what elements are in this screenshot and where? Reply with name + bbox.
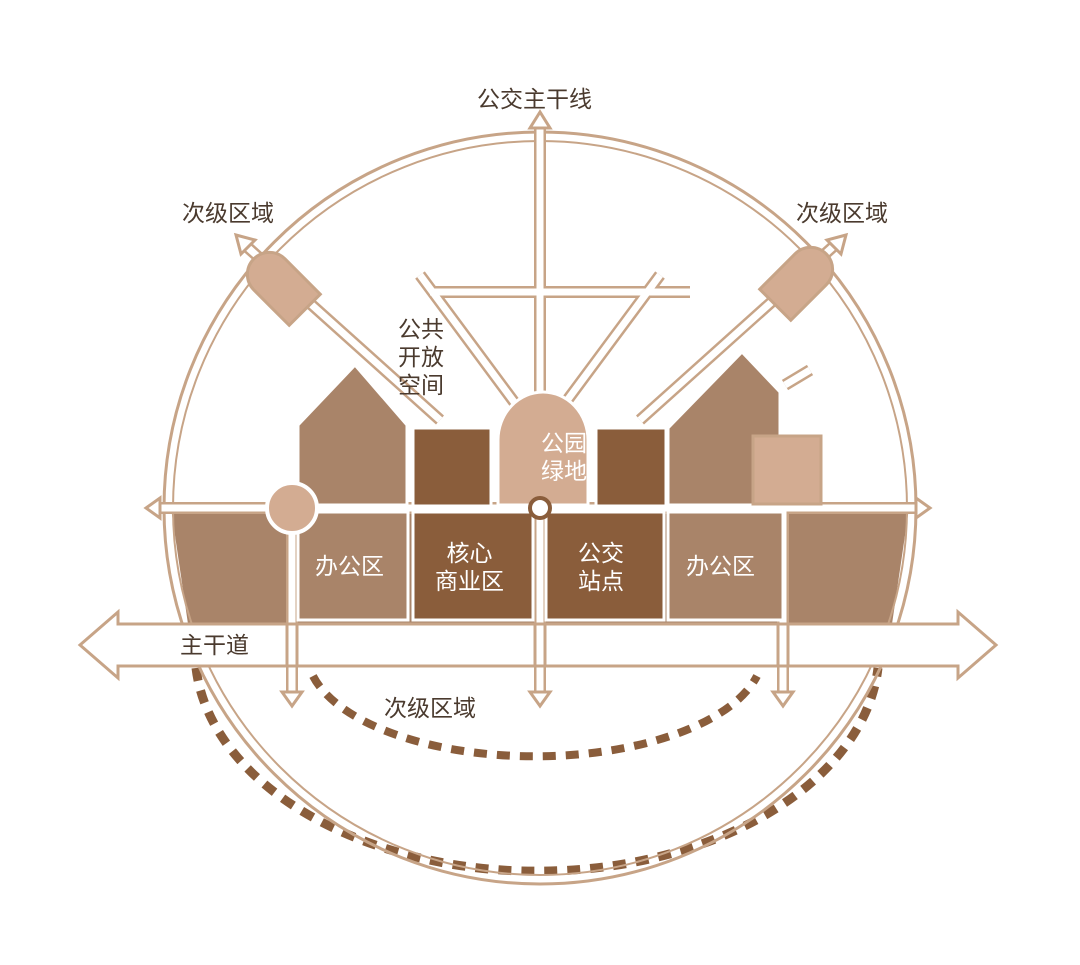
core-upper-left-block	[411, 426, 493, 508]
secondary-area-south-label: 次级区域	[384, 696, 476, 722]
office-left-tower-block	[296, 362, 409, 507]
north-arrow-icon	[527, 109, 553, 130]
core-business-label: 核心 商业区	[435, 541, 504, 595]
south-right-arrow-icon	[770, 690, 796, 709]
office-left-label: 办公区	[315, 554, 384, 580]
public-open-space-label: 公共 开放 空间	[398, 317, 444, 399]
east-arrow-icon	[914, 495, 933, 521]
park-green-block	[496, 390, 590, 507]
center-transit-node	[528, 496, 552, 520]
nw-secondary-gate	[245, 250, 323, 328]
arrowheads	[143, 109, 933, 709]
core-business-block	[411, 510, 535, 622]
ne-secondary-gate	[757, 245, 835, 323]
south-left-arrow-icon	[279, 690, 305, 709]
park-green-label: 公园 绿地	[541, 431, 587, 485]
nw-arrow-icon	[233, 232, 258, 257]
transit-trunk-line-label: 公交主干线	[477, 87, 592, 113]
secondary-area-outer-dashed-arc	[191, 667, 883, 876]
secondary-area-nw-label: 次级区域	[182, 201, 274, 227]
small-right-plot	[751, 434, 823, 506]
main-road-arrow	[77, 608, 999, 682]
ne-arrow-icon	[824, 232, 849, 257]
office-left-block	[296, 510, 410, 622]
left-node-circle	[265, 481, 319, 535]
bus-station-block	[544, 510, 666, 622]
south-arrow-icon	[527, 690, 553, 709]
core-upper-right-block	[594, 426, 668, 508]
main-road-label: 主干道	[180, 633, 249, 659]
secondary-area-inner-dashed-arc	[309, 674, 761, 761]
office-right-label: 办公区	[686, 554, 755, 580]
secondary-area-ne-label: 次级区域	[796, 201, 888, 227]
west-arrow-icon	[143, 495, 162, 521]
bus-station-label: 公交 站点	[578, 541, 624, 595]
office-right-block	[666, 510, 785, 622]
